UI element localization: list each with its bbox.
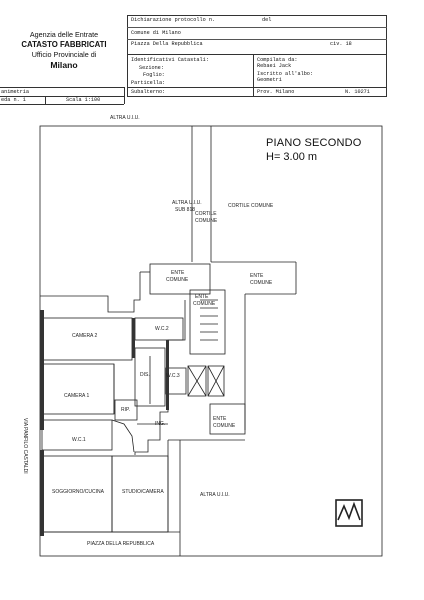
meta-line — [0, 104, 124, 105]
scala-label: Scala 1:100 — [66, 97, 101, 103]
label-cortile-2: COMUNE — [195, 218, 218, 224]
dichiarazione-label: Dichiarazione protocollo n. — [131, 17, 216, 23]
identificativi-line — [127, 87, 386, 88]
numero-label: N. 10271 — [345, 89, 370, 95]
albo-value: Geometri — [257, 77, 282, 83]
comune-label: Comune di Milano — [131, 30, 181, 36]
identificativi-box — [127, 54, 387, 97]
label-altra-top: ALTRA U.I.U. — [110, 115, 140, 121]
scheda-label: eda n. 1 — [1, 97, 26, 103]
label-altra-bottom: ALTRA U.I.U. — [200, 492, 230, 498]
subalterno-label: Subalterno: — [131, 89, 166, 95]
via-label: Piazza Della Repubblica — [131, 41, 203, 47]
label-wc3: W.C.3 — [166, 373, 180, 379]
foglio-label: Foglio: — [143, 72, 165, 78]
label-altra-sub: ALTRA U.I.U. — [172, 200, 202, 206]
label-ente-4b: COMUNE — [213, 423, 236, 429]
header-box — [127, 15, 387, 55]
label-soggiorno: SOGGIORNO/CUCINA — [52, 489, 104, 495]
civ-label: civ. 18 — [330, 41, 352, 47]
agency-catasto: CATASTO FABBRICATI — [21, 40, 107, 49]
label-ente-3a: ENTE — [195, 294, 209, 300]
sezione-label: Sezione: — [139, 65, 164, 71]
mm-logo-icon — [335, 499, 363, 527]
meta-vline — [124, 87, 125, 104]
label-camera2: CAMERA 2 — [72, 333, 98, 339]
identificativi-label: Identificativi Catastali: — [131, 57, 209, 63]
header-divider — [127, 39, 387, 40]
label-wc1: W.C.1 — [72, 437, 86, 443]
label-camera1: CAMERA 1 — [64, 393, 90, 399]
agency-block: Agenzia delle Entrate CATASTO FABBRICATI… — [0, 30, 128, 70]
label-ing: ING. — [155, 421, 166, 427]
piano-title: PIANO SECONDO — [266, 137, 362, 149]
label-ente-1b: COMUNE — [166, 277, 189, 283]
label-ente-2b: COMUNE — [250, 280, 273, 286]
prov-label: Prov. Milano — [257, 89, 295, 95]
label-ente-3b: COMUNE — [193, 301, 216, 307]
identificativi-divider — [253, 54, 254, 96]
planimetria-label: animetria — [1, 89, 30, 95]
label-sub: SUB 818 — [175, 207, 196, 213]
label-ente-1a: ENTE — [171, 270, 185, 276]
compilata-label: Compilata da: — [257, 57, 298, 63]
meta-line — [0, 96, 124, 97]
particella-label: Particella: — [131, 80, 166, 86]
label-cortile-1: CORTILE — [195, 211, 217, 217]
label-ente-2a: ENTE — [250, 273, 264, 279]
label-cortile-main: CORTILE COMUNE — [228, 203, 274, 209]
label-ente-4a: ENTE — [213, 416, 227, 422]
label-piazza: PIAZZA DELLA REPUBBLICA — [87, 541, 155, 547]
del-label: del — [262, 17, 272, 23]
meta-vline — [45, 96, 46, 104]
iscritto-label: Iscritto all'albo: — [257, 71, 314, 77]
label-via-panfilo: VIA PANFILO CASTALDI — [22, 418, 28, 474]
header-divider — [127, 27, 387, 28]
label-wc2: W.C.2 — [155, 326, 169, 332]
label-dis: DIS. — [140, 372, 150, 378]
agency-ufficio: Ufficio Provinciale di — [31, 50, 97, 59]
label-studio: STUDIO/CAMERA — [122, 489, 164, 495]
meta-line — [0, 87, 124, 88]
label-rip: RIP. — [121, 407, 131, 413]
piano-height: H= 3.00 m — [266, 151, 318, 163]
agency-name: Agenzia delle Entrate — [29, 30, 99, 39]
agency-city: Milano — [50, 60, 78, 70]
compilatore-name: Rebaei Jack — [257, 63, 292, 69]
